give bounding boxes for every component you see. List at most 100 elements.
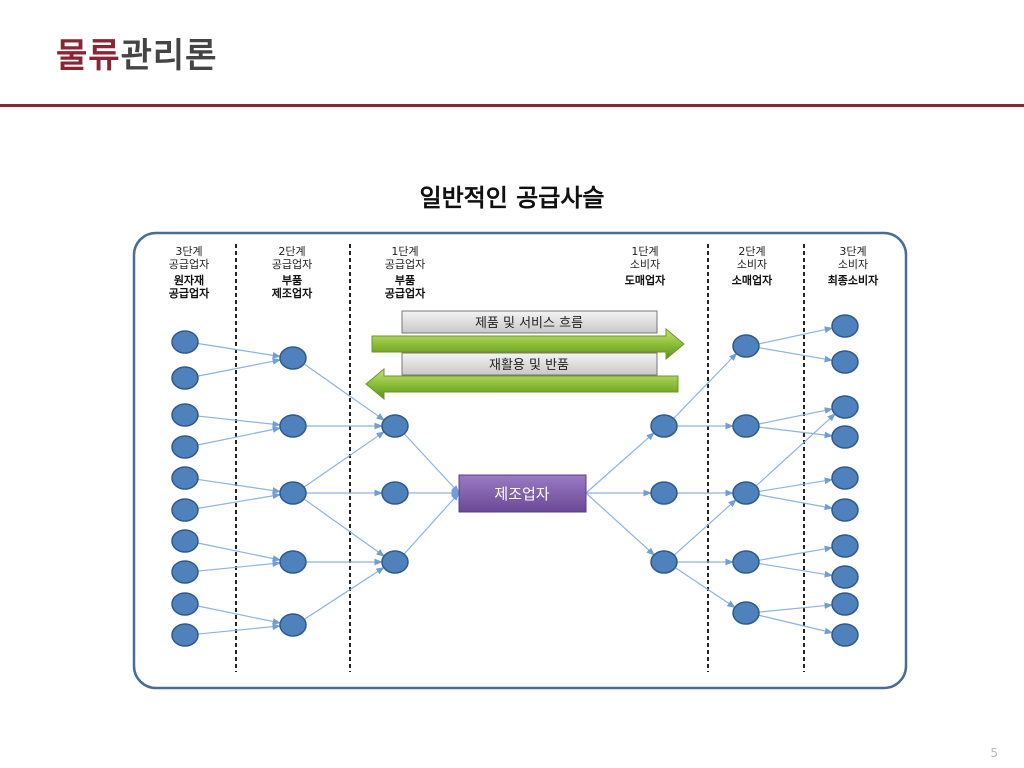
flow-edge: [303, 566, 385, 621]
flow-edge: [303, 431, 385, 488]
retailer-node: [732, 334, 760, 358]
column-tier-label: 소비자: [737, 258, 767, 271]
parts-manufacturer-node: [279, 346, 307, 370]
end-consumer-node: [831, 350, 859, 374]
manufacturer-label: 제조업자: [494, 485, 549, 503]
diagram-title: 일반적인 공급사슬: [419, 184, 605, 212]
flow-edge: [758, 614, 834, 635]
flow-edge: [197, 415, 281, 428]
flow-edge: [197, 623, 281, 635]
slide-title-accent: 물류: [56, 36, 121, 76]
flow-edge: [197, 492, 281, 509]
raw-material-supplier-node: [171, 403, 199, 427]
flow-edge: [758, 426, 833, 439]
flow-edge: [303, 363, 385, 421]
flow-edge: [197, 560, 281, 572]
flow-edge: [673, 499, 737, 556]
column-tier-label: 3단계: [839, 245, 866, 258]
manufacturer-box: [458, 474, 587, 513]
flow-edge: [674, 566, 736, 609]
raw-material-supplier-node: [171, 498, 199, 522]
column-role-label: 도매업자: [625, 273, 666, 287]
raw-material-supplier-node: [171, 366, 199, 390]
end-consumer-node: [831, 534, 859, 558]
slide-title-rest: 관리론: [120, 36, 218, 76]
flow-edge: [758, 407, 834, 425]
flow-edge: [197, 605, 282, 625]
reverse-flow-arrow: [365, 367, 679, 401]
end-consumer-node: [831, 466, 859, 490]
diagram-frame: [132, 231, 908, 690]
retailer-node: [732, 601, 760, 625]
end-consumer-node: [831, 425, 859, 449]
column-tier-label: 2단계: [278, 245, 305, 258]
wholesaler-node: [650, 481, 678, 505]
flow-edge: [403, 492, 460, 555]
flow-edge: [755, 413, 836, 487]
column-role-label: 제조업자: [272, 286, 313, 300]
forward-flow-box: [401, 310, 658, 334]
flow-edge: [758, 326, 834, 345]
flow-edge: [197, 478, 281, 494]
column-role-label: 부품: [282, 274, 302, 287]
column-tier-label: 3단계: [175, 245, 202, 258]
slide-title: 물류관리론: [56, 28, 217, 77]
flow-edge: [585, 432, 655, 494]
raw-material-supplier-node: [171, 529, 199, 553]
column-role-label: 부품: [395, 274, 415, 287]
end-consumer-node: [831, 498, 859, 522]
column-tier-label: 소비자: [630, 258, 660, 271]
flow-edge: [403, 433, 460, 494]
flow-edge: [197, 542, 282, 562]
column-tier-label: 공급업자: [385, 258, 425, 271]
flow-edge: [758, 347, 833, 363]
column-tier-label: 공급업자: [169, 258, 209, 271]
raw-material-supplier-node: [171, 466, 199, 490]
parts-manufacturer-node: [279, 613, 307, 637]
column-tier-label: 2단계: [738, 245, 765, 258]
parts-manufacturer-node: [279, 481, 307, 505]
page-number: 5: [990, 746, 998, 760]
column-tier-label: 소비자: [838, 258, 868, 271]
parts-supplier-node: [381, 550, 409, 574]
column-role-label: 최종소비자: [828, 273, 879, 287]
flow-edge: [303, 498, 385, 557]
flow-edge: [758, 602, 833, 613]
end-consumer-node: [831, 395, 859, 419]
end-consumer-node: [831, 592, 859, 616]
reverse-flow-box: [401, 352, 658, 376]
column-role-label: 공급업자: [385, 286, 426, 300]
raw-material-supplier-node: [171, 330, 199, 354]
raw-material-supplier-node: [171, 560, 199, 584]
parts-supplier-node: [381, 481, 409, 505]
raw-material-supplier-node: [171, 592, 199, 616]
flow-edge: [585, 492, 655, 556]
raw-material-supplier-node: [171, 435, 199, 459]
parts-manufacturer-node: [279, 414, 307, 438]
column-role-label: 소매업자: [732, 273, 773, 287]
retailer-node: [732, 414, 760, 438]
column-tier-label: 공급업자: [272, 258, 312, 271]
raw-material-supplier-node: [171, 623, 199, 647]
column-role-label: 공급업자: [169, 286, 210, 300]
retailer-node: [732, 481, 760, 505]
end-consumer-node: [831, 565, 859, 589]
flow-edge: [197, 342, 281, 359]
end-consumer-node: [831, 623, 859, 647]
retailer-node: [732, 550, 760, 574]
flow-edge: [197, 426, 282, 446]
end-consumer-node: [831, 314, 859, 338]
flow-edge: [758, 562, 833, 578]
wholesaler-node: [650, 414, 678, 438]
title-divider: [0, 104, 1024, 107]
parts-supplier-node: [381, 414, 409, 438]
parts-manufacturer-node: [279, 550, 307, 574]
flow-edge: [672, 352, 738, 420]
forward-flow-label: 제품 및 서비스 흐름: [475, 316, 583, 331]
wholesaler-node: [650, 550, 678, 574]
column-role-label: 원자재: [174, 273, 204, 287]
flow-edge: [197, 358, 282, 377]
flow-edge: [758, 545, 833, 561]
reverse-flow-label: 재활용 및 반품: [489, 358, 569, 373]
